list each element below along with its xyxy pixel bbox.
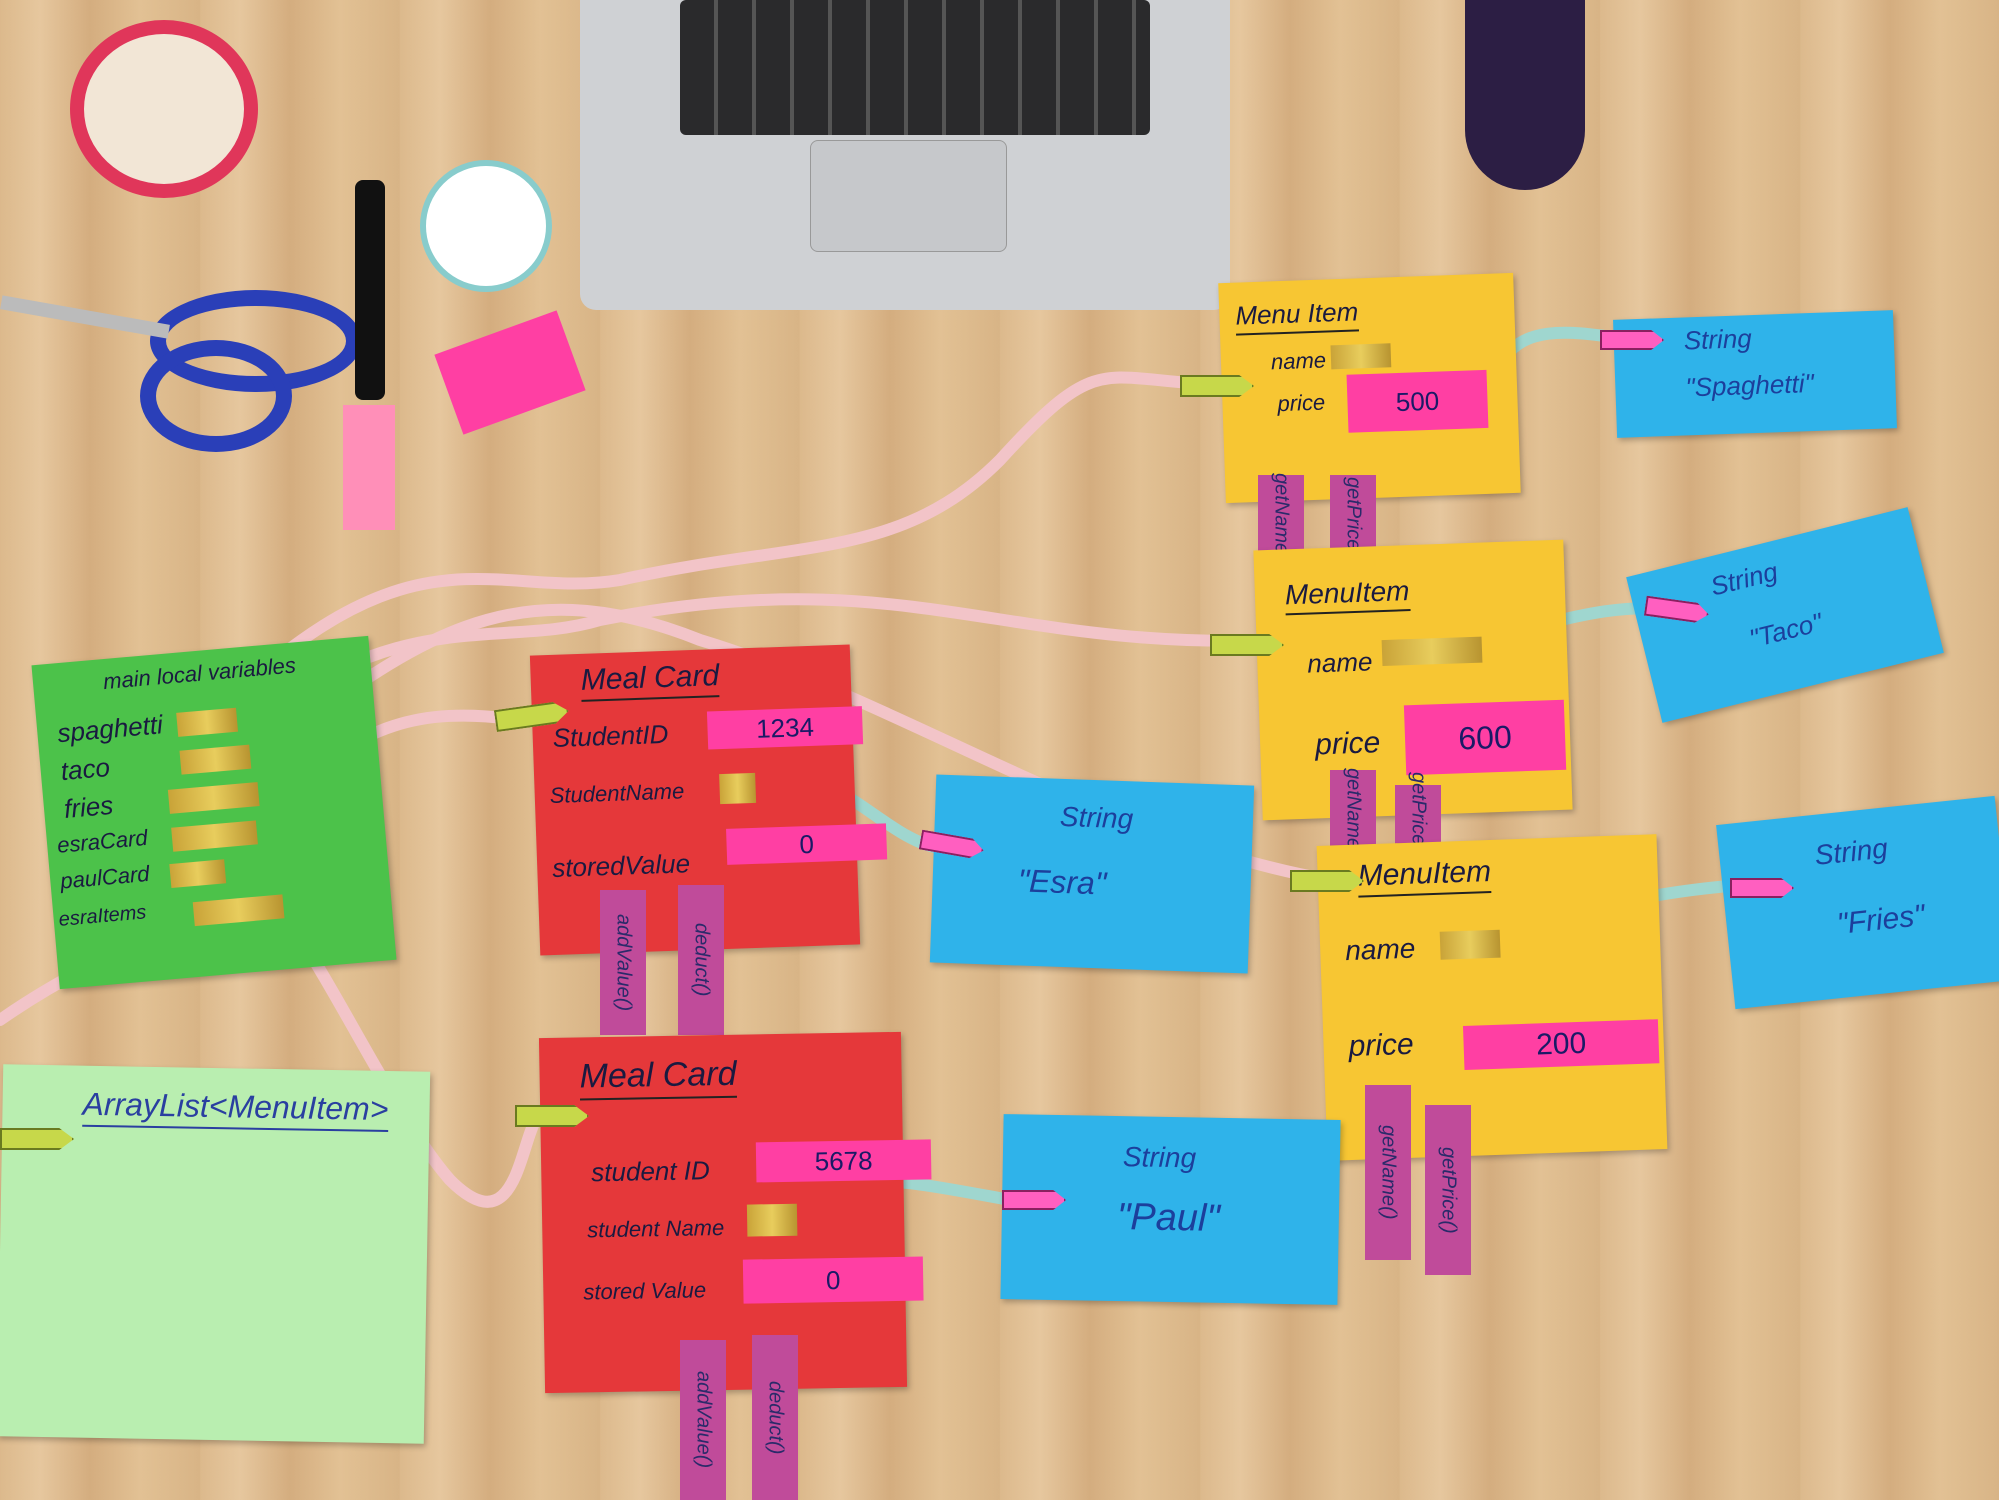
string-value: "Paul" [1116,1196,1221,1240]
string-card-spaghetti: String "Spaghetti" [1613,310,1897,438]
string-pointer-tab [1002,1190,1066,1210]
menu-item-pointer-tab [1180,375,1254,397]
string-card-fries: String "Fries" [1716,795,1999,1010]
stored-value-label: storedValue [551,848,691,884]
string-card-esra: String "Esra" [929,774,1255,974]
method-getprice: getPrice() [1425,1105,1471,1275]
stored-value: 0 [742,1256,924,1304]
string-type-label: String [1683,323,1753,356]
laptop [580,0,1230,310]
method-addvalue: addValue() [600,890,646,1035]
student-name-label: student Name [587,1214,725,1243]
method-addvalue: addValue() [680,1340,726,1500]
water-bottle [1465,0,1585,190]
student-id-label: student ID [591,1155,711,1188]
var-esraitems: esraItems [57,901,148,931]
glitter-tape [171,820,258,852]
price-label: price [1314,726,1381,762]
name-label: name [1270,347,1327,375]
glitter-tape [719,772,757,805]
method-deduct: deduct() [752,1335,798,1500]
method-getname: getName() [1365,1085,1411,1260]
pink-ribbon [224,371,1226,706]
main-local-variables-card: main local variables spaghetti taco frie… [31,635,397,990]
glitter-tape [169,859,227,888]
student-id-value: 1234 [706,706,864,750]
student-id-label: StudentID [552,718,669,753]
student-name-label: StudentName [549,778,685,809]
keyboard [680,0,1150,135]
name-label: name [1344,932,1416,967]
sticky-note [343,405,395,530]
var-esracard: esraCard [56,824,149,858]
student-id-value: 5678 [755,1139,932,1183]
string-value: "Esra" [1017,862,1107,902]
price-value: 200 [1462,1019,1660,1071]
marker [355,180,385,400]
menu-item-title: MenuItem [1284,575,1411,616]
string-value: "Taco" [1746,606,1826,654]
var-fries: fries [62,789,115,824]
name-label: name [1306,646,1373,679]
string-value: "Fries" [1835,898,1927,941]
trackpad [810,140,1007,252]
pink-ribbon [224,593,1276,746]
glitter-tape [1330,343,1392,370]
glitter-tape [1381,636,1483,667]
var-paulcard: paulCard [59,860,151,894]
menu-item-pointer-tab [1290,870,1364,892]
string-type-label: String [1707,556,1781,602]
glitter-tape [167,782,260,814]
menu-item-pointer-tab [1210,634,1284,656]
var-spaghetti: spaghetti [56,709,164,749]
menu-item-card-1: Menu Item name price 500 [1218,272,1521,504]
price-label: price [1277,389,1326,417]
stored-value-label: stored Value [583,1277,707,1305]
string-pointer-tab [1730,878,1794,898]
arraylist-title: ArrayList<MenuItem> [82,1085,389,1133]
card-title: main local variables [102,652,297,695]
method-getprice: getPrice() [1395,772,1441,858]
string-type-label: String [1059,800,1134,835]
price-label: price [1348,1027,1415,1064]
menu-item-title: MenuItem [1357,854,1492,898]
var-taco: taco [59,751,112,787]
meal-card-title: Meal Card [579,1054,737,1101]
price-value: 500 [1346,369,1489,433]
meal-card-2: Meal Card student ID 5678 student Name s… [538,1031,932,1394]
price-value: 600 [1403,699,1567,776]
meal-card-pointer-tab [515,1105,589,1127]
string-type-label: String [1122,1141,1197,1174]
arraylist-pointer-tab [0,1128,74,1150]
glitter-tape [192,894,285,927]
arraylist-card: ArrayList<MenuItem> [0,1064,431,1444]
glitter-tape [1439,929,1501,960]
string-type-label: String [1813,832,1890,871]
glitter-tape [179,744,252,775]
string-pointer-tab [1600,330,1664,350]
ribbon-spool [420,160,552,292]
stored-value: 0 [726,823,888,865]
glitter-tape [176,707,239,737]
menu-item-title: Menu Item [1234,296,1359,336]
method-deduct: deduct() [678,885,724,1035]
glitter-tape [746,1203,798,1237]
string-value: "Spaghetti" [1684,367,1815,403]
meal-card-title: Meal Card [580,659,720,702]
